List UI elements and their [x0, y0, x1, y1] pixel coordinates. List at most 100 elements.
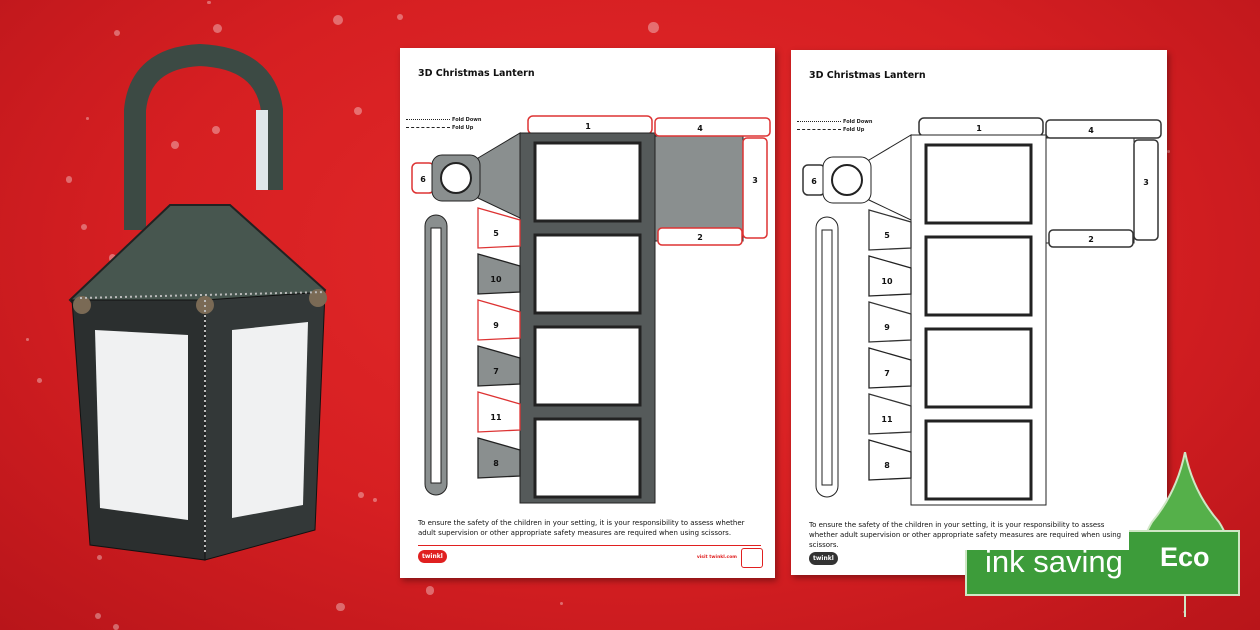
template-page-colour: 1 4 3 2 6 5 10 9 7 11 8 3D Christmas Lantern Fold …	[400, 48, 775, 578]
flap	[477, 253, 521, 295]
panel-2-label: 2	[697, 233, 703, 242]
twinkl-logo: twinkl	[418, 550, 447, 563]
top-connector	[477, 132, 521, 219]
flap	[868, 255, 912, 297]
snow-dot	[358, 492, 365, 498]
footer-divider	[418, 545, 761, 546]
snow-dot	[648, 22, 659, 33]
panel-4	[654, 117, 771, 137]
snow-dot	[171, 141, 180, 149]
snow-dot	[112, 624, 119, 630]
window-panel	[924, 327, 1033, 409]
flap	[477, 391, 521, 433]
flap-label: 8	[884, 461, 890, 470]
safety-note: To ensure the safety of the children in …	[809, 520, 1129, 550]
flap-label: 10	[881, 277, 893, 286]
flap	[868, 439, 912, 481]
flap	[477, 437, 521, 479]
panel-3	[1133, 139, 1159, 241]
snow-dot	[1167, 150, 1170, 154]
window-panel	[924, 143, 1033, 225]
snow-dot	[108, 254, 117, 262]
fold-legend: Fold Down Fold Up	[797, 118, 872, 134]
footer-url: visit twinkl.com	[696, 555, 737, 560]
lantern-template: 1 4 3 2 6 5 10 9 7 11 8	[411, 115, 771, 504]
flap	[868, 347, 912, 389]
snow-dot	[333, 15, 344, 26]
window-panel	[533, 325, 642, 407]
snow-dot	[425, 586, 435, 595]
flap	[477, 299, 521, 341]
circle-cutout	[831, 164, 863, 196]
page-title: 3D Christmas Lantern	[809, 70, 926, 81]
fold-up-label: Fold Up	[452, 125, 474, 131]
flap	[868, 393, 912, 435]
fold-legend: Fold Down Fold Up	[406, 116, 481, 132]
twinkl-logo: twinkl	[809, 552, 838, 565]
panel-4	[1045, 119, 1162, 139]
flap-label: 11	[881, 415, 893, 424]
flap-label: 9	[884, 323, 890, 332]
flap-label: 5	[493, 229, 499, 238]
window-panel	[924, 235, 1033, 317]
snow-dot	[212, 23, 222, 34]
handle-strip-inner	[821, 229, 833, 486]
snow-dot	[373, 498, 378, 503]
flap-label: 11	[490, 413, 502, 422]
snow-dot	[212, 126, 221, 135]
top-connector	[868, 134, 912, 221]
snow-dot	[113, 30, 120, 37]
panel-2	[1048, 229, 1134, 248]
panel-2	[657, 227, 743, 246]
fold-down-label: Fold Down	[452, 117, 482, 123]
snow-dot	[37, 378, 42, 383]
snow-dot	[65, 176, 72, 183]
snow-dot	[26, 338, 30, 342]
snow-dot	[353, 107, 362, 116]
flap-label: 5	[884, 231, 890, 240]
window-panel	[533, 141, 642, 223]
snow-dot	[97, 555, 103, 561]
snow-dot	[559, 602, 563, 606]
flap-label: 9	[493, 321, 499, 330]
fold-up-label: Fold Up	[843, 127, 865, 133]
flap-label: 10	[490, 275, 502, 284]
panel-4-label: 4	[697, 124, 703, 133]
snow-dot	[95, 612, 102, 619]
snow-dot	[86, 117, 89, 121]
flap	[868, 301, 912, 343]
handle-strip-inner	[430, 227, 442, 484]
panel-2-label: 2	[1088, 235, 1094, 244]
eco-label: Eco	[1160, 542, 1210, 572]
panel-3-label: 3	[1143, 178, 1149, 187]
panel-3-label: 3	[752, 176, 758, 185]
panel-3	[742, 137, 768, 239]
panel-4-label: 4	[1088, 126, 1094, 135]
flap	[477, 207, 521, 249]
panel-1-label: 1	[585, 122, 591, 131]
quality-stamp-icon	[741, 548, 763, 568]
window-panel	[924, 419, 1033, 501]
side-panel	[654, 135, 744, 242]
lantern-illustration	[68, 43, 327, 561]
flap-label: 8	[493, 459, 499, 468]
safety-note: To ensure the safety of the children in …	[418, 519, 745, 537]
window-panel	[533, 233, 642, 315]
flap-label: 7	[884, 369, 890, 378]
tab-6-label: 6	[420, 175, 426, 184]
page-title: 3D Christmas Lantern	[418, 68, 535, 79]
circle-cutout	[440, 162, 472, 194]
flap	[868, 209, 912, 251]
side-panel	[1045, 137, 1135, 244]
lantern-handle	[124, 43, 283, 230]
snow-dot	[207, 0, 211, 4]
fold-down-label: Fold Down	[843, 119, 873, 125]
snow-dot	[80, 224, 88, 231]
panel-1-label: 1	[976, 124, 982, 133]
window-panel	[533, 417, 642, 499]
snow-dot	[396, 13, 404, 21]
flap	[477, 345, 521, 387]
flap-label: 7	[493, 367, 499, 376]
